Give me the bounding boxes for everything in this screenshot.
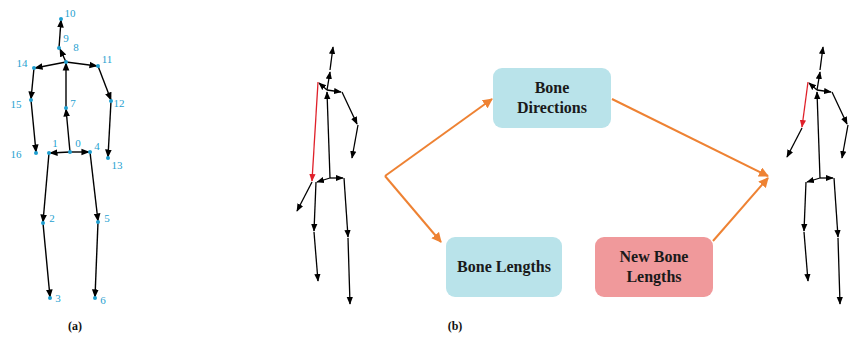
joint-number: 0 [75, 138, 81, 149]
bone [317, 178, 330, 182]
joint-dot [106, 156, 110, 160]
bone [70, 151, 89, 152]
box-label: Bone Directions [501, 78, 603, 118]
bone [352, 125, 358, 158]
joint-dot [32, 66, 36, 70]
highlighted-bone [802, 82, 808, 127]
joint-number: 5 [104, 213, 110, 224]
joint-number: 14 [17, 58, 28, 69]
joint-dot [68, 150, 72, 154]
bone [60, 49, 66, 62]
bone [327, 92, 330, 178]
bone [319, 83, 327, 90]
flow-arrow [713, 178, 768, 241]
highlighted-bone [312, 82, 318, 181]
joint-number: 10 [65, 8, 76, 19]
bone [65, 63, 66, 108]
process-box: Bone Directions [493, 68, 611, 128]
joint-number: 9 [63, 33, 69, 44]
joint-number: 2 [49, 213, 55, 224]
pose-skeleton [804, 47, 848, 304]
bone [35, 62, 66, 68]
joint-dot [109, 99, 113, 103]
bone [95, 222, 98, 297]
bone [314, 232, 318, 281]
bone [98, 66, 111, 100]
process-box: Bone Lengths [446, 237, 562, 297]
joint-number: 16 [11, 149, 22, 160]
joint-dot [96, 220, 100, 224]
joint-dot [59, 17, 63, 21]
bone [66, 62, 97, 66]
bone [787, 128, 802, 157]
bone [43, 153, 49, 222]
joint-dot [64, 60, 68, 64]
bone [59, 20, 61, 48]
bone [327, 72, 330, 90]
box-label: New Bone Lengths [603, 247, 705, 287]
pose-skeleton [314, 47, 358, 304]
joint-dot [47, 151, 51, 155]
joint-number: 11 [102, 54, 113, 65]
joint-dot [88, 150, 92, 154]
joint-dot [34, 151, 38, 155]
bone [43, 223, 50, 297]
bone [90, 152, 98, 221]
bone [314, 182, 316, 231]
bone [297, 182, 312, 211]
joint-dot [29, 98, 33, 102]
panel-label: (b) [448, 320, 463, 332]
bone [31, 100, 36, 152]
skeleton-bones [31, 20, 111, 297]
bone [330, 177, 343, 178]
joint-number: 8 [73, 42, 79, 53]
bone [344, 178, 348, 237]
bone [66, 109, 70, 152]
flow-arrow [612, 99, 768, 176]
joint-dot [41, 221, 45, 225]
joint-number: 3 [55, 293, 61, 304]
joint-dot [93, 296, 97, 300]
joint-dot [96, 64, 100, 68]
flow-arrow [385, 176, 441, 242]
joint-number: 15 [11, 99, 22, 110]
panel-label: (a) [68, 320, 82, 332]
bone [31, 68, 34, 99]
bone [327, 90, 341, 92]
changed-arm [787, 82, 808, 157]
joint-dot [64, 106, 68, 110]
flow-arrow [385, 99, 492, 176]
joint-number: 6 [100, 295, 106, 306]
joint-number: 4 [94, 141, 100, 152]
joint-number: 12 [114, 98, 125, 109]
joint-dot [57, 46, 61, 50]
highlight-box: New Bone Lengths [595, 237, 713, 297]
joint-dot [48, 296, 52, 300]
bone [108, 101, 111, 157]
joint-number: 1 [52, 138, 58, 149]
bone [330, 47, 333, 70]
joint-dots [29, 17, 113, 300]
joint-number: 13 [112, 160, 123, 171]
bone [50, 152, 70, 153]
bone [342, 92, 357, 124]
box-label: Bone Lengths [457, 257, 551, 277]
changed-arm [297, 82, 318, 211]
bone [348, 238, 350, 304]
joint-number: 7 [70, 98, 76, 109]
